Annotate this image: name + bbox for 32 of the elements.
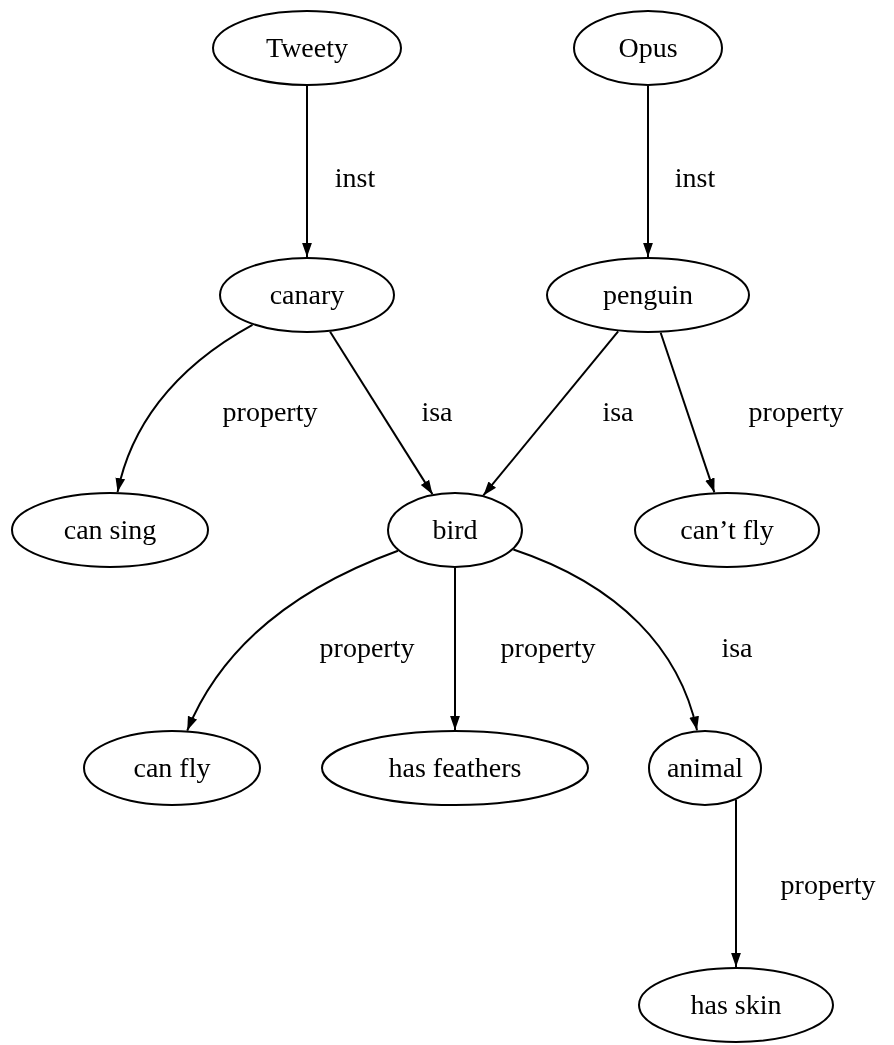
arrow (731, 798, 741, 968)
node-ellipse (648, 730, 762, 806)
node-ellipse (321, 730, 589, 806)
node-ellipse (638, 967, 834, 1043)
node-label: can fly (133, 752, 211, 784)
node-label: animal (666, 752, 744, 784)
node-label: can sing (63, 514, 157, 546)
arrow (482, 330, 620, 497)
node-ellipse (573, 10, 723, 86)
node-label: Opus (618, 32, 678, 64)
node-ellipse (634, 492, 820, 568)
node-ellipse (387, 492, 523, 568)
node-label: can’t fly (680, 514, 774, 546)
arrow (659, 331, 716, 494)
node-label: penguin (602, 279, 694, 311)
node-ellipse (546, 257, 750, 333)
node-label: Tweety (266, 32, 348, 64)
node-label: canary (269, 279, 345, 311)
arrow (512, 548, 699, 732)
arrow (450, 567, 460, 731)
arrow (643, 85, 653, 258)
node-ellipse (212, 10, 402, 86)
arrow (116, 323, 254, 494)
arrow (302, 85, 312, 258)
node-ellipse (11, 492, 209, 568)
node-label: bird (432, 514, 478, 546)
arrow (186, 549, 399, 732)
node-label: has feathers (388, 752, 522, 784)
node-ellipse (219, 257, 395, 333)
node-label: has skin (690, 989, 782, 1021)
arrow (329, 330, 434, 496)
node-ellipse (83, 730, 261, 806)
